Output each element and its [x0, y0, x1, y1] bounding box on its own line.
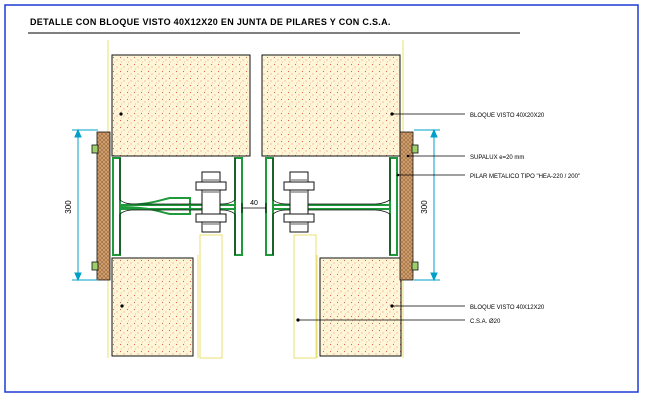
anchor-rods [199, 234, 317, 359]
block-bottom-left [111, 257, 194, 357]
label-block-bottom: BLOQUE VISTO 40X12X20 [470, 305, 545, 311]
dimension-left [72, 128, 98, 282]
dimension-left-label: 300 [64, 200, 73, 214]
leader-lines [298, 113, 465, 321]
block-top-right [261, 54, 401, 157]
dimension-gap [241, 203, 267, 213]
masonry-blocks [111, 54, 402, 357]
drawing-title: DETALLE CON BLOQUE VISTO 40X12X20 EN JUN… [30, 17, 391, 27]
dimension-gap-label: 40 [250, 200, 258, 207]
dimension-right [414, 128, 440, 282]
supalux-panels [91, 131, 419, 281]
label-pillar: PILAR METALICO TIPO "HEA-220 / 200" [470, 174, 580, 180]
label-csa: C.S.A. Ø20 [470, 319, 501, 325]
drawing-frame [4, 4, 639, 393]
label-block-top: BLOQUE VISTO 40X20X20 [470, 113, 545, 119]
bolt-assemblies [195, 171, 315, 233]
label-supalux: SUPALUX e=20 mm [470, 155, 524, 161]
pillar-outlines [119, 158, 391, 255]
block-bottom-right [319, 257, 402, 357]
leader-dots [396, 154, 410, 177]
dimension-right-label: 300 [420, 200, 429, 214]
block-top-left [111, 54, 251, 157]
